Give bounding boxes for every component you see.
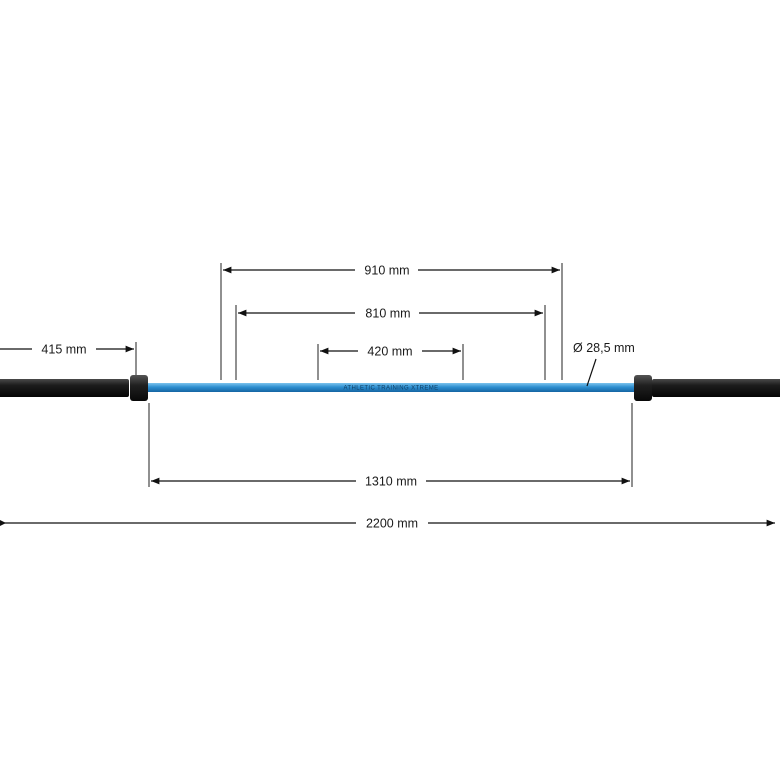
- left-sleeve: [0, 379, 129, 397]
- label-810: 810 mm: [365, 307, 410, 321]
- right-collar: [634, 375, 652, 401]
- shaft: [148, 383, 634, 392]
- extension-lines: [135, 263, 633, 487]
- shaft-brand-text: ATHLETIC TRAINING XTREME: [343, 386, 438, 392]
- label-diameter: Ø 28,5 mm: [573, 341, 635, 355]
- dimension-910: 910 mm: [223, 264, 560, 278]
- right-sleeve: [652, 379, 780, 397]
- diameter-callout: Ø 28,5 mm: [573, 341, 635, 387]
- dimension-810: 810 mm: [238, 307, 543, 321]
- dimension-2200: 2200 mm: [0, 517, 775, 531]
- dimension-1310: 1310 mm: [151, 475, 630, 489]
- left-collar: [130, 375, 148, 401]
- barbell: ATHLETIC TRAINING XTREME: [0, 375, 780, 401]
- dimension-415: 415 mm: [0, 343, 134, 357]
- label-1310: 1310 mm: [365, 475, 417, 489]
- dimension-420: 420 mm: [320, 345, 461, 359]
- label-2200: 2200 mm: [366, 517, 418, 531]
- label-415: 415 mm: [41, 343, 86, 357]
- label-910: 910 mm: [364, 264, 409, 278]
- label-420: 420 mm: [367, 345, 412, 359]
